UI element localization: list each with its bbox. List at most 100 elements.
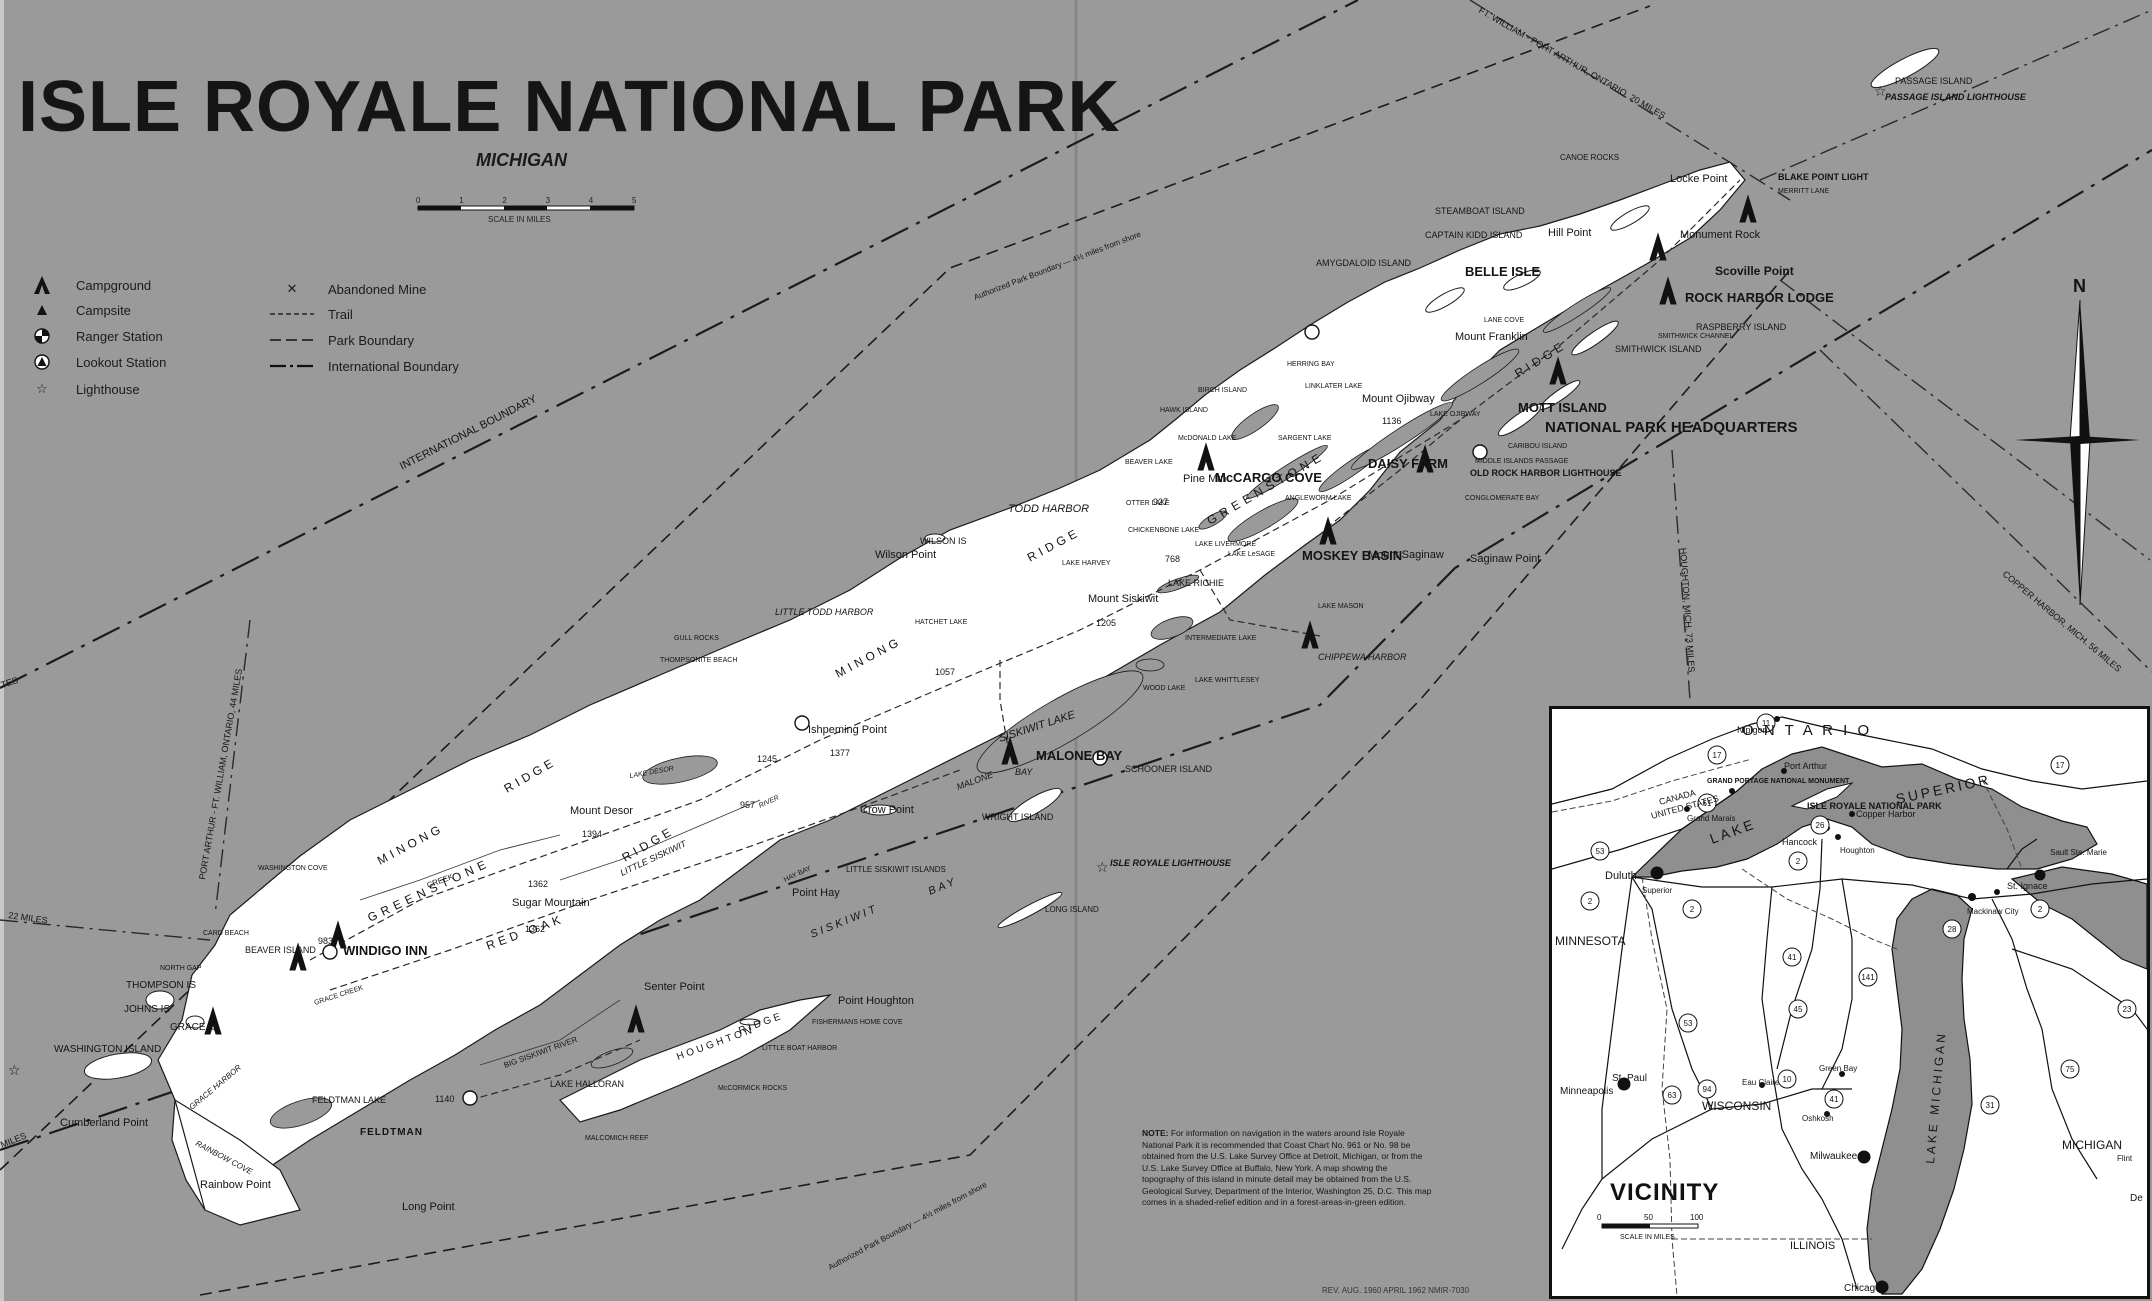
note-text: For information on navigation in the wat…	[1142, 1128, 1432, 1207]
label-wilson-is: WILSON IS	[920, 536, 967, 546]
inset-scale-label: SCALE IN MILES	[1620, 1234, 1675, 1241]
label-washington-cove: WASHINGTON COVE	[258, 865, 328, 872]
lighthouse-icon: ☆	[36, 381, 48, 396]
label-belle-isle: BELLE ISLE	[1465, 264, 1540, 279]
label-elev-768: 768	[1165, 554, 1180, 564]
label-sugar-elev: 1362	[525, 924, 545, 934]
route-number: 17	[1713, 751, 1722, 760]
legend-label: Abandoned Mine	[328, 281, 427, 297]
route-houghton-label: HOUGHTON, MICH. 73 MILES	[1678, 547, 1697, 672]
city-oshkosh-icon	[1824, 1111, 1830, 1117]
label-beaver-island: BEAVER ISLAND	[245, 945, 316, 955]
lighthouse-icon: ☆	[8, 1062, 21, 1078]
park-boundary-line-icon	[270, 331, 314, 349]
label-duluth: Duluth	[1605, 870, 1637, 882]
label-elev-957: 957	[740, 800, 755, 810]
campground-icon	[1659, 276, 1677, 305]
legend-label: International Boundary	[328, 358, 459, 374]
label-cumberland-point: Cumberland Point	[60, 1117, 148, 1129]
label-fishermans-home: FISHERMANS HOME COVE	[812, 1019, 903, 1026]
station-markers	[322, 324, 1488, 1106]
city-eau-claire-icon	[1759, 1082, 1765, 1088]
label-todd-harbor: TODD HARBOR	[1008, 503, 1089, 515]
city-copper-harbor-icon	[1849, 811, 1855, 817]
label-senter-point: Senter Point	[644, 981, 705, 993]
label-merritt-lane: MERRITT LANE	[1778, 188, 1830, 195]
lookout-station-icon	[794, 715, 810, 731]
campground-icon	[1649, 232, 1667, 261]
scale-tick-label: 3	[546, 196, 551, 205]
label-wilson-point: Wilson Point	[875, 549, 936, 561]
label-feldtman: FELDTMAN	[360, 1127, 423, 1138]
campground-icon	[1549, 356, 1567, 385]
campground-icon	[1197, 442, 1215, 471]
inset-isle-royale	[1790, 782, 1854, 810]
campsite-icon	[22, 301, 62, 319]
scale-tick-label: 1	[459, 196, 464, 205]
label-minneapolis: Minneapolis	[1560, 1086, 1613, 1097]
label-johns-is: JOHNS IS	[124, 1004, 170, 1015]
legend-label: Park Boundary	[328, 332, 414, 348]
label-middle-islands: MIDDLE ISLANDS PASSAGE	[1475, 458, 1569, 465]
legend-label: Ranger Station	[76, 328, 163, 344]
label-hatchet-lake: HATCHET LAKE	[915, 619, 968, 626]
label-mackinaw: Mackinaw City	[1967, 907, 2019, 916]
park-boundary-south-label: Authorized Park Boundary — 4½ miles from…	[827, 1180, 989, 1272]
lighthouse-markers: ☆ ☆ ☆	[8, 83, 1887, 1078]
label-elev-983: 983	[318, 936, 333, 946]
label-linklater-lake: LINKLATER LAKE	[1305, 383, 1363, 390]
inland-lakes	[269, 287, 1612, 1129]
label-wright-island: WRIGHT ISLAND	[982, 812, 1054, 822]
campground-icon	[1739, 194, 1757, 223]
legend-row: Ranger Station	[22, 327, 163, 345]
route-shield-icon	[1697, 1079, 1717, 1099]
label-passage-lighthouse: PASSAGE ISLAND LIGHTHOUSE	[1885, 92, 2027, 102]
park-boundary	[0, 5, 1791, 1296]
inset-scale-tick-100: 100	[1690, 1213, 1704, 1222]
legend-row: Park Boundary	[270, 331, 414, 349]
label-ishpeming-point: Ishpeming Point	[808, 724, 887, 736]
route-number: 10	[1783, 1075, 1792, 1084]
campground-markers	[204, 194, 1757, 1035]
label-mott-island: MOTT ISLAND	[1518, 400, 1607, 415]
route-number: 94	[1703, 1085, 1712, 1094]
label-lake-livermore: LAKE LIVERMORE	[1195, 541, 1256, 548]
label-little-siskiwit-islands: LITTLE SISKIWIT ISLANDS	[846, 865, 946, 874]
label-oshkosh: Oshkosh	[1802, 1114, 1834, 1123]
route-shield-icon	[2050, 755, 2070, 775]
route-number: 53	[1684, 1019, 1693, 1028]
city-mackinaw-icon	[1968, 893, 1976, 901]
label-lake-halloran: LAKE HALLORAN	[550, 1079, 624, 1089]
label-wood-lake: WOOD LAKE	[1143, 685, 1186, 692]
campground-icon	[1319, 516, 1337, 545]
label-park-hq: NATIONAL PARK HEADQUARTERS	[1545, 419, 1798, 436]
inset-scale-tick-50: 50	[1644, 1213, 1653, 1222]
campground-icon	[22, 276, 62, 294]
legend-label: Lookout Station	[76, 354, 167, 370]
lake-superior	[1630, 746, 2098, 878]
label-rock-harbor-lodge: ROCK HARBOR LODGE	[1685, 290, 1834, 305]
inset-scale-tick-0: 0	[1597, 1213, 1602, 1222]
route-number: 75	[2066, 1065, 2075, 1074]
city-milwaukee-icon	[1857, 1150, 1871, 1164]
campground-icon	[204, 1006, 222, 1035]
label-ojibway-elev: 1136	[1382, 416, 1401, 426]
label-wisconsin: WISCONSIN	[1702, 1099, 1771, 1113]
label-copper-harbor: Copper Harbor	[1856, 809, 1916, 819]
label-bay-malone: BAY	[1015, 767, 1033, 777]
campground-icon	[1301, 620, 1319, 649]
route-shield-icon	[1788, 851, 1808, 871]
scale-bar	[417, 205, 635, 211]
label-elev-1140: 1140	[435, 1094, 454, 1104]
ranger-station-icon	[22, 327, 62, 345]
route-number: 28	[1948, 925, 1957, 934]
label-daisy-farm: DAISY FARM	[1368, 456, 1448, 471]
label-elev-1057: 1057	[935, 667, 955, 677]
north-label: N	[2073, 276, 2086, 296]
route-shield-icon	[1590, 841, 1610, 861]
label-st-ignace: St. Ignace	[2007, 881, 2048, 891]
label-mount-franklin: Mount Franklin	[1455, 331, 1528, 343]
label-north-gap: NORTH GAP	[160, 965, 202, 972]
